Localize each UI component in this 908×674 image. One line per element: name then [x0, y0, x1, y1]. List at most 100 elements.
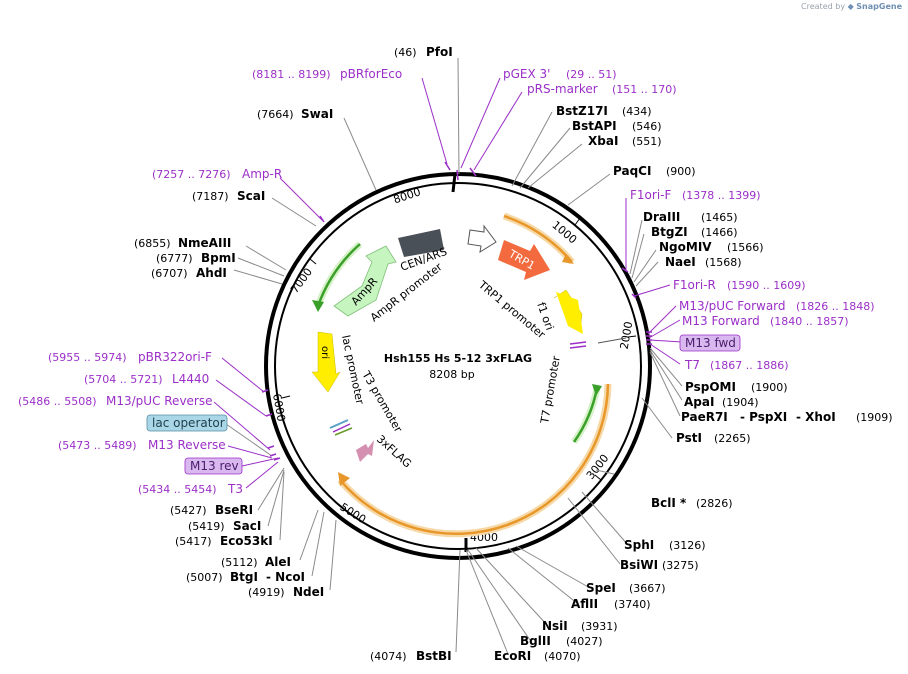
trp1-promoter-arrow [467, 224, 497, 254]
pgex3-label[interactable]: pGEX 3' [503, 67, 550, 81]
pfoi-label[interactable]: PfoI [426, 45, 453, 59]
psti-label[interactable]: PstI [676, 431, 702, 445]
bseri-pos: (5427) [170, 504, 207, 517]
ngomiv-label[interactable]: NgoMIV [659, 240, 712, 254]
saci-label[interactable]: SacI [233, 519, 261, 533]
bsiwi-label[interactable]: BsiWI [620, 558, 658, 572]
bpmi-pos: (6777) [156, 252, 193, 265]
ampr-arrow [333, 245, 397, 317]
m13-rev-box[interactable] [184, 457, 243, 475]
credit-text: Created by [801, 2, 846, 11]
nsii-label[interactable]: NsiI [542, 619, 568, 633]
primer-mark [334, 427, 353, 436]
apai-pos: (1904) [722, 396, 759, 409]
bstz17i-pos: (434) [622, 105, 652, 118]
l4440-label[interactable]: L4440 [172, 372, 209, 386]
leader-lines [213, 57, 683, 655]
credit-brand: SnapGene [856, 2, 902, 11]
apai-label[interactable]: ApaI [684, 395, 714, 409]
tick-label: 8000 [392, 185, 423, 206]
m13puc-fwd-label[interactable]: M13/pUC Forward [679, 299, 786, 313]
bseri-label[interactable]: BseRI [215, 503, 253, 517]
orange-orf-1-arrowhead [562, 254, 574, 264]
t3-label[interactable]: T3 [227, 482, 243, 496]
t3-range: (5434 .. 5454) [138, 483, 217, 496]
prs-marker-label[interactable]: pRS-marker [527, 82, 598, 96]
bstbi-label[interactable]: BstBI [416, 649, 452, 663]
xhoi-label[interactable]: - XhoI [796, 410, 836, 424]
primer-mark [569, 341, 587, 345]
bpmi-label[interactable]: BpmI [201, 251, 236, 265]
paqci-pos: (900) [666, 165, 696, 178]
m13-reverse-label[interactable]: M13 Reverse [148, 438, 226, 452]
green-orf-1-arrowhead [592, 384, 602, 396]
lac-cluster [329, 419, 353, 436]
pspxi-label[interactable]: - PspXI [740, 410, 787, 424]
aflii-label[interactable]: AflII [571, 597, 598, 611]
f1orif-label[interactable]: F1ori-F [630, 188, 671, 202]
l4440-range: (5704 .. 5721) [84, 373, 163, 386]
btgi-label[interactable]: BtgI [230, 570, 258, 584]
alei-label[interactable]: AleI [265, 555, 291, 569]
m13-forward-label[interactable]: M13 Forward [682, 314, 760, 328]
pbrforeco-label[interactable]: pBRforEco [340, 67, 402, 81]
snapgene-credit: Created by ◆ SnapGene [801, 2, 902, 11]
scai-label[interactable]: ScaI [237, 189, 265, 203]
origin-marker [451, 173, 457, 193]
aflii-pos: (3740) [614, 598, 651, 611]
pspomi-pos: (1900) [751, 381, 788, 394]
psti-pos: (2265) [714, 432, 751, 445]
orange-orf-2 [339, 383, 610, 536]
tick-mark [627, 335, 637, 338]
f1orir-label[interactable]: F1ori-R [673, 278, 716, 292]
bglii-label[interactable]: BglII [520, 634, 551, 648]
ampr-primer-label[interactable]: Amp-R [242, 167, 282, 181]
primer-ticks [261, 161, 652, 461]
pbr322-label[interactable]: pBR322ori-F [138, 350, 212, 364]
prs-marker-range: (151 .. 170) [612, 83, 677, 96]
paqci-label[interactable]: PaqCI [613, 164, 651, 178]
spei-label[interactable]: SpeI [586, 581, 616, 595]
nmeaiii-label[interactable]: NmeAIII [178, 236, 231, 250]
ncoi-label[interactable]: - NcoI [266, 570, 305, 584]
pgex3-range: (29 .. 51) [566, 68, 617, 81]
m13puc-rev-range: (5486 .. 5508) [18, 395, 97, 408]
green-orf-2-arrowhead [312, 300, 324, 312]
t7-promoter-label: T7 promoter [538, 355, 563, 426]
ndei-label[interactable]: NdeI [293, 585, 324, 599]
tick-mark [574, 217, 581, 226]
primer-mark [332, 423, 351, 433]
xbai-pos: (551) [632, 135, 662, 148]
bglii-pos: (4027) [566, 635, 603, 648]
bstapi-pos: (546) [632, 120, 662, 133]
draiii-label[interactable]: DraIII [643, 210, 680, 224]
ecori-pos: (4070) [544, 650, 581, 663]
primer-mark [569, 345, 587, 349]
pspomi-label[interactable]: PspOMI [685, 380, 736, 394]
bsiwi-pos: (3275) [662, 559, 699, 572]
btgzi-label[interactable]: BtgZI [651, 225, 688, 239]
plasmid-length: 8208 bp [429, 368, 474, 381]
eco53ki-label[interactable]: Eco53kI [220, 534, 273, 548]
ahdi-label[interactable]: AhdI [196, 266, 227, 280]
bcli-label[interactable]: BclI * [651, 496, 687, 510]
lac-operator-box[interactable] [146, 414, 228, 432]
ecori-label[interactable]: EcoRI [494, 649, 531, 663]
sphi-label[interactable]: SphI [624, 538, 654, 552]
plasmid-name: Hsh155 Hs 5-12 3xFLAG [384, 352, 532, 365]
draiii-pos: (1465) [701, 211, 738, 224]
xbai-label[interactable]: XbaI [588, 134, 618, 148]
ndei-pos: (4919) [248, 586, 285, 599]
naei-label[interactable]: NaeI [665, 255, 696, 269]
t7-primer-label[interactable]: T7 [684, 358, 700, 372]
paer7i-label[interactable]: PaeR7I [681, 410, 728, 424]
bstz17i-label[interactable]: BstZ17I [556, 104, 608, 118]
m13puc-rev-label[interactable]: M13/pUC Reverse [106, 394, 213, 408]
swai-label[interactable]: SwaI [301, 107, 333, 121]
ori-arrow [311, 331, 341, 393]
tick-mark [281, 395, 291, 399]
bstapi-label[interactable]: BstAPI [572, 119, 617, 133]
m13-fwd-box[interactable] [679, 334, 741, 352]
t7-primer-range: (1867 .. 1886) [710, 359, 789, 372]
tick-mark [309, 258, 317, 265]
